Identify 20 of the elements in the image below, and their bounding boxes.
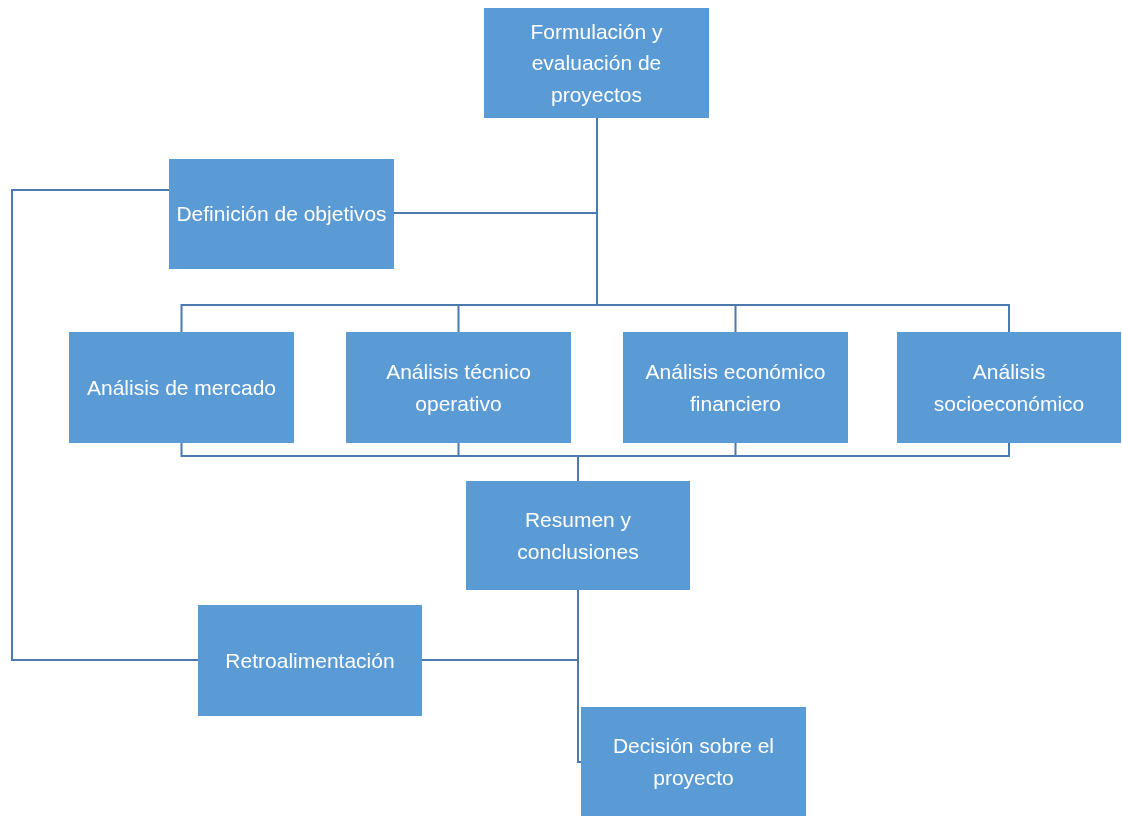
box-label: Análisis técnico operativo (385, 359, 532, 417)
process-box (581, 707, 806, 816)
box-label: Análisis económico financiero (644, 359, 827, 417)
process-box (169, 159, 394, 269)
process-box (466, 481, 690, 590)
box-label: Formulación y evaluación de proyectos (529, 18, 664, 108)
process-box (623, 332, 848, 443)
process-box (484, 8, 709, 118)
process-box (69, 332, 294, 443)
box-label: Definición de objetivos (176, 201, 387, 228)
box-label: Decisión sobre el proyecto (611, 733, 776, 791)
process-box (897, 332, 1121, 443)
connector-line (577, 589, 582, 763)
process-box (346, 332, 571, 443)
box-label: Análisis socioeconómico (932, 359, 1086, 417)
box-label: Resumen y conclusiones (516, 507, 640, 565)
connector-line (11, 189, 199, 661)
process-box (198, 605, 422, 716)
box-label: Retroalimentación (225, 647, 395, 674)
box-label: Análisis de mercado (86, 374, 277, 401)
